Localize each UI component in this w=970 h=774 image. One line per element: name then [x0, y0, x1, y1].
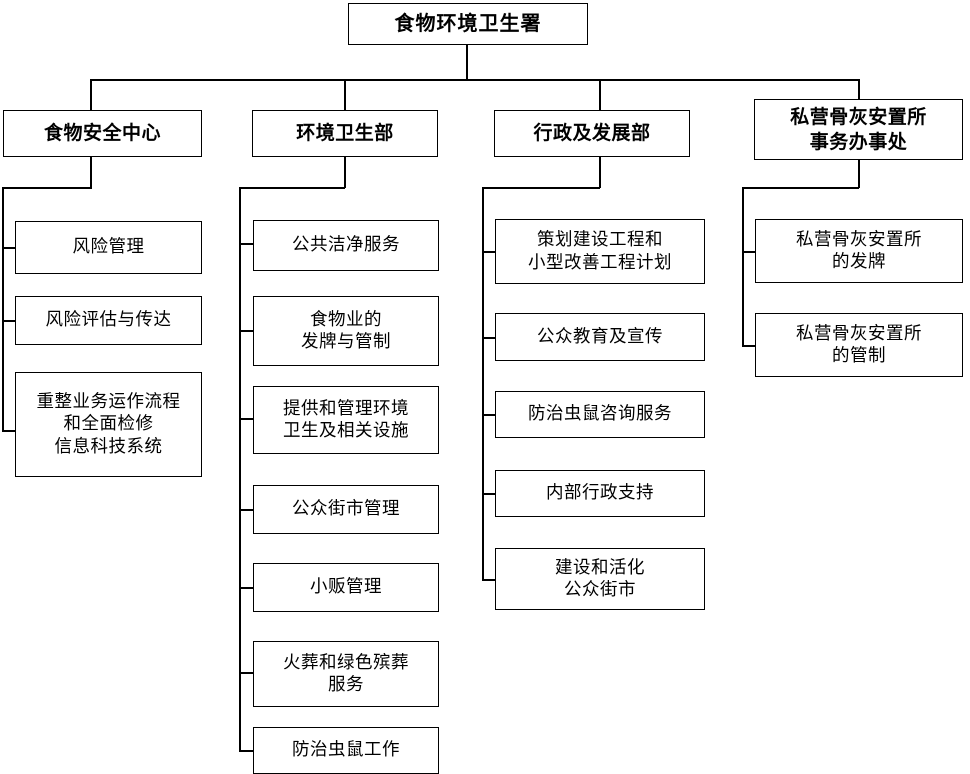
node-col2-item-6[interactable]: 火葬和绿色殡葬 服务 — [253, 641, 439, 707]
node-col2-item-4[interactable]: 公众街市管理 — [253, 485, 439, 534]
connector-col2-elbow — [239, 187, 345, 189]
connector-col3-branch-2 — [482, 337, 495, 339]
node-col3-item-5[interactable]: 建设和活化 公众街市 — [495, 548, 705, 610]
connector-col3-branch-3 — [482, 414, 495, 416]
connector-col2-branch-7 — [239, 750, 253, 752]
node-division-environmental-hygiene[interactable]: 环境卫生部 — [252, 110, 438, 157]
node-col2-item-2[interactable]: 食物业的 发牌与管制 — [253, 296, 439, 366]
node-col2-item-5[interactable]: 小贩管理 — [253, 563, 439, 612]
connector-col3-elbow — [482, 187, 600, 189]
node-col2-item-1[interactable]: 公共洁净服务 — [253, 220, 439, 271]
node-col2-item-7[interactable]: 防治虫鼠工作 — [253, 727, 439, 774]
connector-col1-stem — [90, 157, 92, 188]
connector-col3-trunk — [482, 187, 484, 580]
connector-col1-branch-1 — [2, 247, 15, 249]
connector-col1-branch-3 — [2, 430, 15, 432]
connector-drop-division-3 — [599, 79, 601, 111]
connector-col3-branch-1 — [482, 251, 495, 253]
connector-col3-branch-4 — [482, 493, 495, 495]
node-root[interactable]: 食物环境卫生署 — [348, 3, 588, 45]
connector-col4-trunk — [742, 187, 744, 346]
node-col3-item-1[interactable]: 策划建设工程和 小型改善工程计划 — [495, 219, 705, 284]
connector-col3-stem — [599, 157, 601, 188]
connector-col2-branch-2 — [239, 330, 253, 332]
connector-drop-division-2 — [344, 79, 346, 111]
connector-col2-branch-5 — [239, 587, 253, 589]
connector-drop-division-4 — [858, 79, 860, 99]
node-division-food-safety[interactable]: 食物安全中心 — [3, 110, 202, 157]
connector-col2-stem — [344, 157, 346, 188]
node-col1-item-3[interactable]: 重整业务运作流程 和全面检修 信息科技系统 — [15, 372, 202, 477]
connector-col1-elbow — [2, 187, 92, 189]
node-division-administration-development[interactable]: 行政及发展部 — [494, 110, 690, 157]
connector-col2-branch-6 — [239, 672, 253, 674]
connector-drop-division-1 — [90, 79, 92, 111]
node-col4-item-1[interactable]: 私营骨灰安置所 的发牌 — [755, 219, 963, 283]
node-col1-item-2[interactable]: 风险评估与传达 — [15, 296, 202, 345]
connector-col2-trunk — [239, 187, 241, 751]
node-col3-item-3[interactable]: 防治虫鼠咨询服务 — [495, 391, 705, 438]
connector-col4-stem — [858, 160, 860, 188]
node-division-private-columbaria[interactable]: 私营骨灰安置所 事务办事处 — [754, 99, 963, 160]
connector-col4-branch-1 — [742, 251, 755, 253]
connector-col1-trunk — [2, 187, 4, 431]
connector-col2-branch-3 — [239, 418, 253, 420]
connector-col4-elbow — [742, 187, 859, 189]
node-col2-item-3[interactable]: 提供和管理环境 卫生及相关设施 — [253, 386, 439, 454]
connector-col1-branch-2 — [2, 320, 15, 322]
connector-col3-branch-5 — [482, 579, 495, 581]
connector-main-bus — [90, 79, 860, 81]
node-col3-item-2[interactable]: 公众教育及宣传 — [495, 313, 705, 361]
connector-root-stem — [466, 44, 468, 80]
node-col3-item-4[interactable]: 内部行政支持 — [495, 470, 705, 517]
node-col4-item-2[interactable]: 私营骨灰安置所 的管制 — [755, 313, 963, 377]
connector-col2-branch-1 — [239, 243, 253, 245]
node-col1-item-1[interactable]: 风险管理 — [15, 221, 202, 274]
connector-col4-branch-2 — [742, 345, 755, 347]
connector-col2-branch-4 — [239, 509, 253, 511]
